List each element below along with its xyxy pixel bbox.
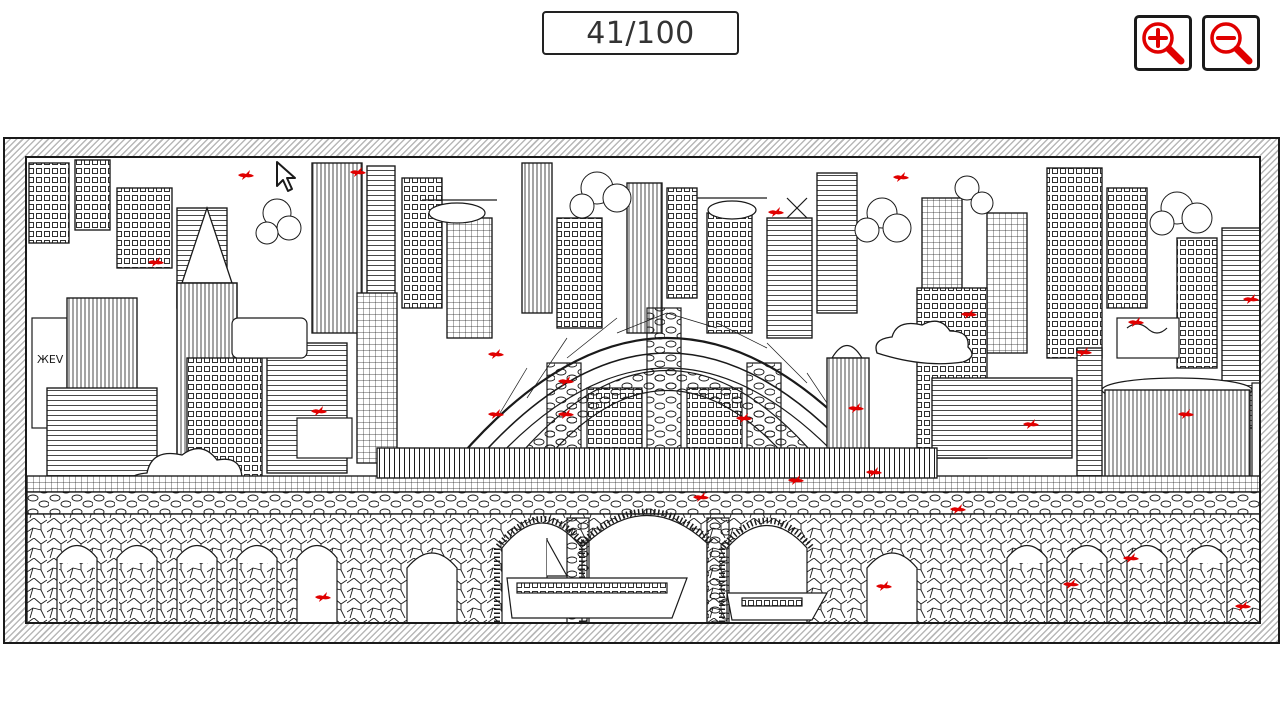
red-bird-icon[interactable]: [310, 405, 328, 417]
red-bird-icon[interactable]: [735, 412, 753, 424]
cityscape-illustration: ЖEV: [27, 159, 1259, 622]
red-bird-icon[interactable]: [349, 166, 367, 178]
zoom-out-icon: [1210, 22, 1253, 65]
red-bird-icon[interactable]: [960, 308, 978, 320]
red-bird-icon[interactable]: [767, 206, 785, 218]
red-bird-icon[interactable]: [1177, 408, 1195, 420]
red-bird-icon[interactable]: [1242, 293, 1259, 305]
zoom-out-button[interactable]: [1202, 15, 1260, 71]
red-bird-icon[interactable]: [875, 580, 893, 592]
red-bird-icon[interactable]: [487, 348, 505, 360]
picture-frame: ЖEV: [3, 137, 1280, 644]
red-bird-icon[interactable]: [1022, 418, 1040, 430]
red-bird-icon[interactable]: [949, 503, 967, 515]
red-bird-icon[interactable]: [692, 491, 710, 503]
red-bird-icon[interactable]: [892, 171, 910, 183]
svg-text:ЖEV: ЖEV: [37, 353, 64, 366]
red-bird-icon[interactable]: [1122, 552, 1140, 564]
red-bird-icon[interactable]: [237, 169, 255, 181]
red-bird-icon[interactable]: [487, 408, 505, 420]
red-bird-icon[interactable]: [865, 466, 883, 478]
red-bird-icon[interactable]: [557, 408, 575, 420]
zoom-in-button[interactable]: [1134, 15, 1192, 71]
red-bird-icon[interactable]: [1075, 346, 1093, 358]
zoom-in-icon: [1142, 22, 1185, 65]
red-bird-icon[interactable]: [314, 591, 332, 603]
red-bird-icon[interactable]: [787, 474, 805, 486]
found-counter-text: 41/100: [586, 15, 695, 51]
red-bird-icon[interactable]: [1062, 578, 1080, 590]
found-counter: 41/100: [542, 11, 739, 55]
red-bird-icon[interactable]: [847, 402, 865, 414]
red-bird-icon[interactable]: [1127, 316, 1145, 328]
red-bird-icon[interactable]: [557, 375, 575, 387]
red-bird-icon[interactable]: [147, 256, 165, 268]
hidden-object-scene[interactable]: ЖEV: [25, 156, 1261, 624]
red-bird-icon[interactable]: [1234, 600, 1252, 612]
